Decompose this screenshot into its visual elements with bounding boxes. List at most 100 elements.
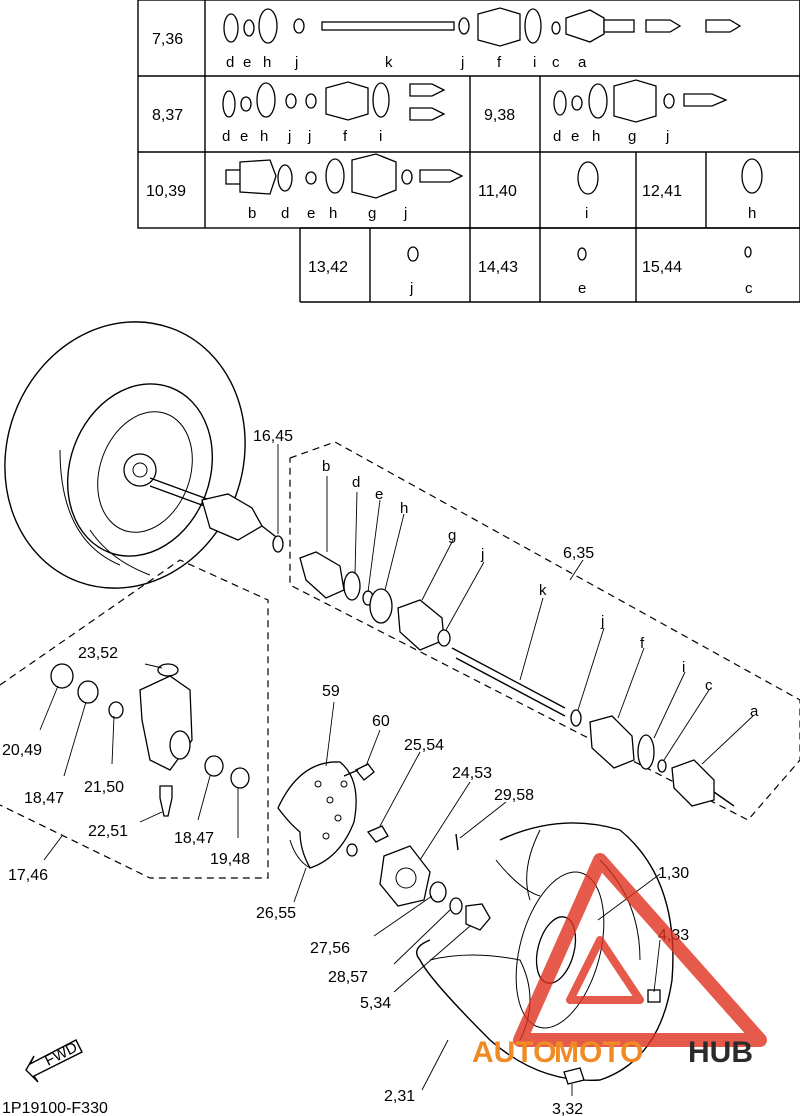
callout-18-47a: 18,47 <box>24 790 64 807</box>
fwd-label: FWD <box>42 1039 80 1070</box>
row3-letter-d: d <box>281 205 289 222</box>
callout-16-45: 16,45 <box>253 428 293 445</box>
callout-j2: j <box>600 613 604 630</box>
row1-letter-h: h <box>263 54 271 71</box>
driveshaft-group-box <box>289 441 800 821</box>
callout-d: d <box>352 474 360 491</box>
cell-12-41-letter-h: h <box>748 205 756 222</box>
row2-letter-j2: j <box>307 128 311 145</box>
row2-letter-j: j <box>287 128 291 145</box>
row-label-11-40: 11,40 <box>478 183 517 200</box>
row-label-8-37: 8,37 <box>152 107 183 124</box>
single-parts <box>407 158 763 262</box>
row1-letter-d: d <box>226 54 234 71</box>
hub-leaders <box>293 701 507 993</box>
kit-table <box>137 0 800 303</box>
front-tire <box>4 321 246 589</box>
row2-letter-e: e <box>240 128 248 145</box>
row-label-15-44: 15,44 <box>642 259 682 276</box>
row2-right-parts <box>553 79 728 123</box>
diagram-code: 1P19100-F330 <box>2 1100 108 1116</box>
logo-hub: HUB <box>688 1036 753 1069</box>
row1-letter-e: e <box>243 54 251 71</box>
row2-letter-f: f <box>343 128 348 145</box>
callout-h: h <box>400 500 408 517</box>
row-label-9-38: 9,38 <box>484 107 515 124</box>
callout-k: k <box>539 582 547 599</box>
row1-letter-i: i <box>533 54 536 71</box>
callout-23-52: 23,52 <box>78 645 118 662</box>
callout-f: f <box>640 635 645 652</box>
fwd-arrow-icon <box>25 1039 83 1083</box>
callout-21-50: 21,50 <box>84 779 124 796</box>
row1-letter-k: k <box>385 54 393 71</box>
cell-15-44-letter-c: c <box>745 280 753 297</box>
callout-26-55: 26,55 <box>256 905 296 922</box>
row1-parts <box>223 7 742 47</box>
row1-letter-j: j <box>294 54 298 71</box>
callout-a: a <box>750 703 759 720</box>
row-label-14-43: 14,43 <box>478 259 518 276</box>
row2r-letter-e: e <box>571 128 579 145</box>
callout-28-57: 28,57 <box>328 969 368 986</box>
row-label-12-41: 12,41 <box>642 183 682 200</box>
row3-letter-b: b <box>248 205 256 222</box>
row1-letter-c: c <box>552 54 560 71</box>
callout-24-53: 24,53 <box>452 765 492 782</box>
callout-j: j <box>480 546 484 563</box>
row3-letter-h: h <box>329 205 337 222</box>
axle-shaft-assembly <box>149 477 284 553</box>
row1-letter-j2: j <box>460 54 464 71</box>
callout-60: 60 <box>372 713 390 730</box>
logo-moto: MOTO <box>554 1036 643 1069</box>
callout-22-51: 22,51 <box>88 823 128 840</box>
row3-parts <box>225 153 464 199</box>
row2-parts <box>222 81 446 121</box>
callout-19-48: 19,48 <box>210 851 250 868</box>
cell-14-43-letter-e: e <box>578 280 586 297</box>
driveshaft-leaders <box>277 444 754 765</box>
row2r-letter-d: d <box>553 128 561 145</box>
row1-letter-f: f <box>497 54 502 71</box>
driveshaft-parts <box>299 551 735 807</box>
row3-letter-g: g <box>368 205 376 222</box>
callout-i: i <box>682 659 685 676</box>
callout-2-31: 2,31 <box>384 1088 415 1105</box>
callout-27-56: 27,56 <box>310 940 350 957</box>
callout-3-32: 3,32 <box>552 1101 583 1116</box>
brake-disc <box>277 761 357 869</box>
callout-29-58: 29,58 <box>494 787 534 804</box>
row1-letter-a: a <box>578 54 587 71</box>
automotohub-logo: AUTO MOTO HUB <box>472 853 767 1069</box>
row2-letter-d: d <box>222 128 230 145</box>
row3-letter-e: e <box>307 205 315 222</box>
callout-6-35: 6,35 <box>563 545 594 562</box>
callout-20-49: 20,49 <box>2 742 42 759</box>
row-label-7-36: 7,36 <box>152 31 183 48</box>
cell-13-42-letter-j: j <box>409 280 413 297</box>
hub-parts <box>343 763 491 931</box>
cell-11-40-letter-i: i <box>585 205 588 222</box>
callout-17-46: 17,46 <box>8 867 48 884</box>
callout-5-34: 5,34 <box>360 995 391 1012</box>
row-label-13-42: 13,42 <box>308 259 348 276</box>
row3-letter-j: j <box>403 205 407 222</box>
knuckle-parts <box>50 663 250 817</box>
row2-letter-h: h <box>260 128 268 145</box>
callout-e: e <box>375 486 383 503</box>
row2r-letter-h: h <box>592 128 600 145</box>
callout-1-30: 1,30 <box>658 865 689 882</box>
row2r-letter-g: g <box>628 128 636 145</box>
callout-c: c <box>705 677 713 694</box>
logo-auto: AUTO <box>472 1036 556 1069</box>
callout-b: b <box>322 458 330 475</box>
callout-25-54: 25,54 <box>404 737 444 754</box>
knuckle-group-box <box>0 559 269 879</box>
row-label-10-39: 10,39 <box>146 183 186 200</box>
row2r-letter-j: j <box>665 128 669 145</box>
callout-18-47b: 18,47 <box>174 830 214 847</box>
row2-letter-i: i <box>379 128 382 145</box>
callout-59: 59 <box>322 683 340 700</box>
callout-g: g <box>448 527 456 544</box>
